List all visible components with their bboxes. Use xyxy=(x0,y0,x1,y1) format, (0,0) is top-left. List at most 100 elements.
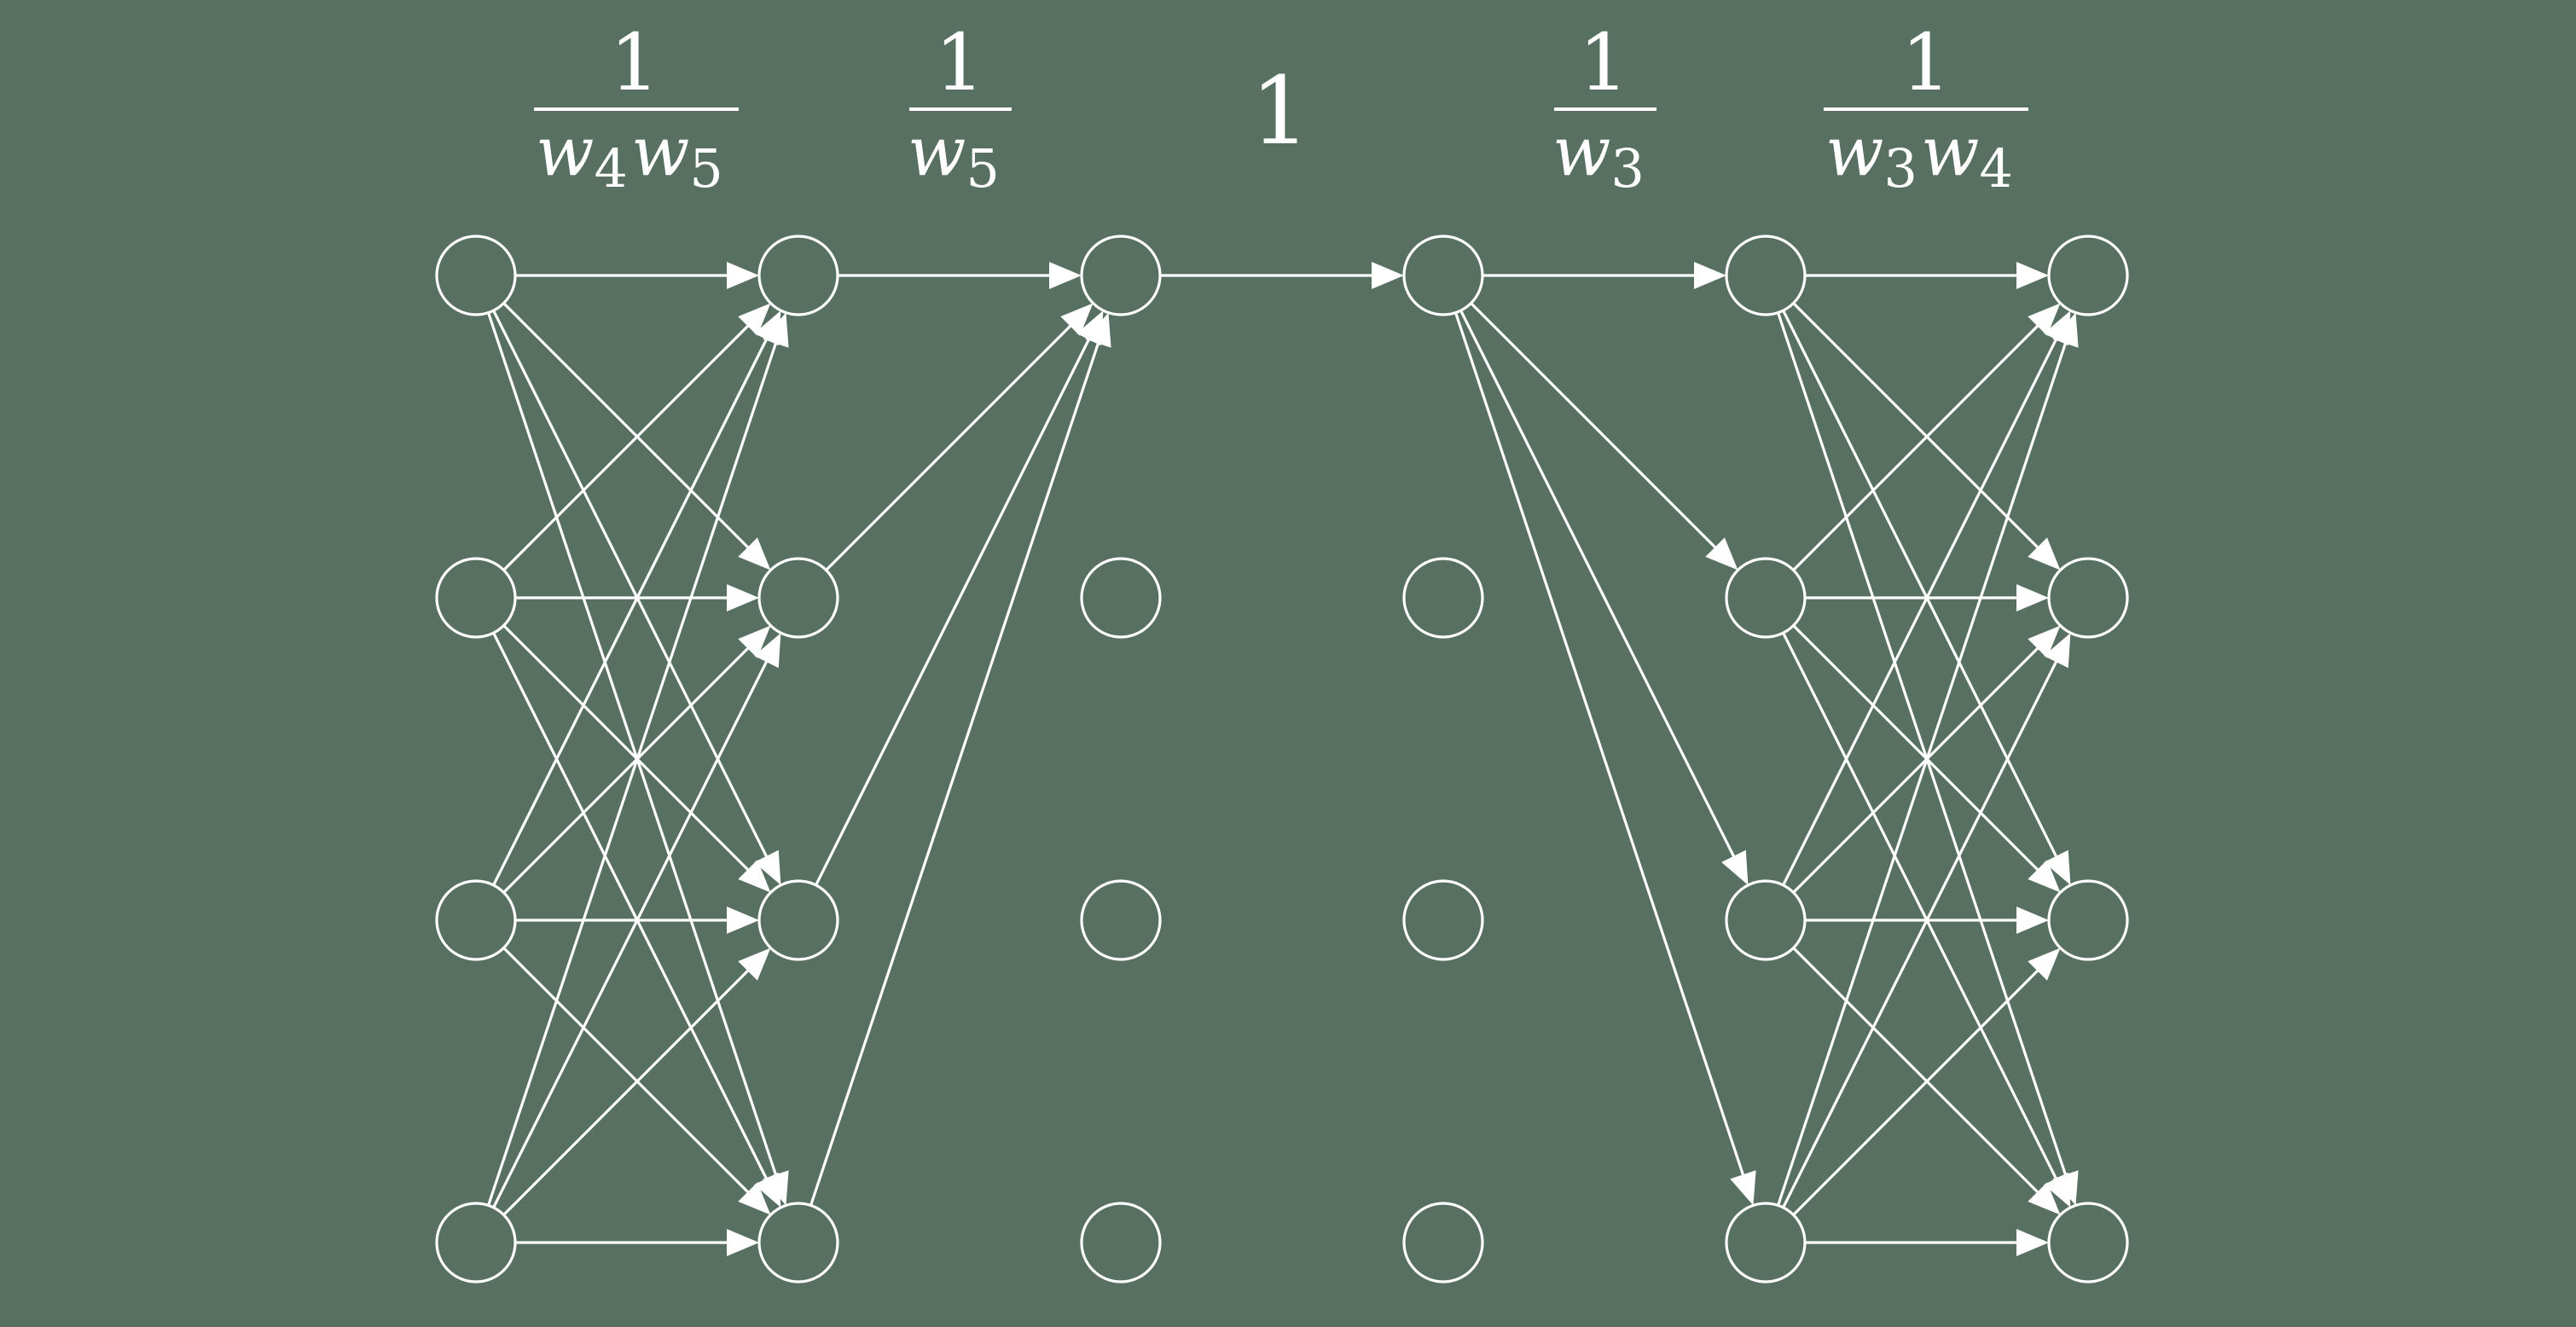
arrowhead-icon xyxy=(2028,860,2061,893)
arrowhead-icon xyxy=(738,860,771,893)
edge-line xyxy=(492,632,769,1181)
arrowhead-icon xyxy=(754,633,781,669)
edge-l4n2-to-l5n2 xyxy=(1805,907,2049,934)
edge-l0n1-to-l1n2 xyxy=(502,624,771,893)
edge-line xyxy=(492,659,769,1208)
arrowhead-icon xyxy=(2028,947,2061,981)
arrowhead-icon xyxy=(1730,1170,1756,1206)
edge-line xyxy=(1782,337,2058,886)
edge-line xyxy=(809,341,1100,1206)
edge-l0n3-to-l1n0 xyxy=(487,312,789,1206)
edge-l3n0-to-l4n3 xyxy=(1454,312,1756,1206)
label-1-over-w3w4: 1 w3w4 xyxy=(1824,17,2028,200)
edge-l4n3-to-l5n3 xyxy=(1805,1229,2049,1256)
arrowhead-icon xyxy=(2028,625,2061,658)
edge-line xyxy=(487,312,778,1177)
edge-line xyxy=(1470,302,1718,550)
arrowhead-icon xyxy=(2052,312,2079,348)
arrowhead-icon xyxy=(2016,584,2049,611)
node-l4n3 xyxy=(1725,1202,1807,1284)
edge-line xyxy=(1454,312,1745,1177)
arrowhead-icon xyxy=(1060,303,1094,336)
arrowhead-icon xyxy=(2044,849,2071,885)
label-denominator: w3 xyxy=(1552,112,1645,200)
edge-l4n3-to-l5n1 xyxy=(1782,633,2071,1208)
edge-l4n0-to-l5n1 xyxy=(1792,302,2061,571)
label-1-over-w3: 1 w3 xyxy=(1552,17,1656,200)
arrowhead-icon xyxy=(738,625,771,658)
edge-l4n1-to-l5n2 xyxy=(1792,624,2061,893)
edge-line xyxy=(502,323,751,571)
edge-line xyxy=(487,341,778,1206)
edge-line xyxy=(1792,947,2040,1195)
edge-l0n3-to-l1n3 xyxy=(515,1229,759,1256)
edge-line xyxy=(1792,302,2040,550)
arrowhead-icon xyxy=(2028,303,2061,336)
node-l5n0 xyxy=(2047,235,2129,316)
edge-l0n0-to-l1n0 xyxy=(515,262,759,289)
arrowhead-icon xyxy=(1721,849,1749,885)
arrowhead-icon xyxy=(754,1172,781,1208)
edge-l4n3-to-l5n2 xyxy=(1792,947,2061,1216)
node-l5n3 xyxy=(2047,1202,2129,1284)
label-numerator: 1 xyxy=(1579,17,1629,108)
edge-line xyxy=(502,968,751,1216)
arrowhead-icon xyxy=(738,303,771,336)
node-l3n3 xyxy=(1402,1202,1484,1284)
edge-line xyxy=(825,323,1073,571)
edge-l4n3-to-l5n0 xyxy=(1777,312,2079,1206)
arrowhead-icon xyxy=(727,262,759,289)
edge-l0n2-to-l1n2 xyxy=(515,907,759,934)
arrowhead-icon xyxy=(2044,1172,2071,1208)
node-l4n1 xyxy=(1725,557,1807,639)
edge-l0n2-to-l1n1 xyxy=(502,625,771,894)
edge-line xyxy=(502,646,751,894)
arrowhead-icon xyxy=(738,537,771,571)
arrowhead-icon xyxy=(754,849,781,885)
arrowhead-icon xyxy=(1372,262,1404,289)
label-1-over-w4w5: 1 w4w5 xyxy=(534,17,739,200)
edge-line xyxy=(1777,312,2068,1177)
edge-l4n0-to-l5n2 xyxy=(1782,310,2071,885)
edge-l3n0-to-l4n0 xyxy=(1482,262,1726,289)
edge-group xyxy=(487,262,2079,1256)
edge-l1n2-to-l2n0 xyxy=(815,310,1104,886)
node-group xyxy=(435,235,2129,1284)
edge-line xyxy=(1782,659,2058,1208)
arrowhead-icon xyxy=(1085,312,1111,348)
node-l0n1 xyxy=(435,557,517,639)
edge-l4n2-to-l5n1 xyxy=(1792,625,2061,894)
edge-l2n0-to-l3n0 xyxy=(1160,262,1404,289)
label-numerator: 1 xyxy=(1901,17,1952,108)
edge-line xyxy=(1792,646,2040,894)
arrowhead-icon xyxy=(1694,262,1726,289)
arrowhead-icon xyxy=(1705,537,1738,571)
label-numerator: 1 xyxy=(935,17,985,108)
arrowhead-icon xyxy=(727,1229,759,1256)
edge-line xyxy=(492,337,769,886)
arrowhead-icon xyxy=(2016,262,2049,289)
arrowhead-icon xyxy=(2016,1229,2049,1256)
arrowhead-icon xyxy=(2044,633,2071,669)
arrowhead-icon xyxy=(2028,537,2061,571)
edge-line xyxy=(1782,632,2058,1181)
node-l2n0 xyxy=(1080,235,1162,316)
edge-l0n2-to-l1n3 xyxy=(502,947,771,1215)
arrowhead-icon xyxy=(2028,1182,2061,1215)
edge-l4n2-to-l5n3 xyxy=(1792,947,2061,1215)
edge-l4n1-to-l5n1 xyxy=(1805,584,2049,611)
edge-l0n1-to-l1n0 xyxy=(502,303,771,571)
arrowhead-icon xyxy=(738,1182,771,1215)
label-1-over-w5: 1 w5 xyxy=(908,17,1012,200)
node-l5n1 xyxy=(2047,557,2129,639)
node-l0n3 xyxy=(435,1202,517,1284)
node-l2n1 xyxy=(1080,557,1162,639)
edge-line xyxy=(1459,310,1736,859)
node-l1n2 xyxy=(757,879,839,961)
edge-line xyxy=(1777,341,2068,1206)
node-l3n2 xyxy=(1402,879,1484,961)
edge-line xyxy=(1782,310,2058,859)
arrowhead-icon xyxy=(727,584,759,611)
edge-l0n0-to-l1n2 xyxy=(492,310,781,885)
arrowhead-icon xyxy=(763,312,789,348)
